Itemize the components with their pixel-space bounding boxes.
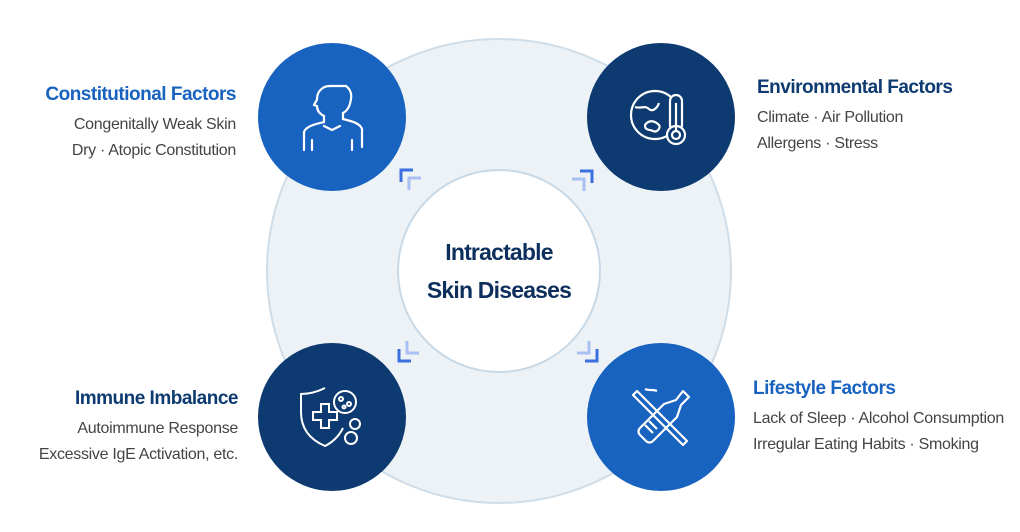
immune-label: Immune Imbalance Autoimmune Response Exc… <box>38 388 239 468</box>
immune-line-1: Autoimmune Response <box>77 420 238 437</box>
constitutional-label: Constitutional Factors Congenitally Weak… <box>45 84 236 164</box>
environmental-line-1: Climate · Air Pollution <box>757 109 904 126</box>
environmental-line-2: Allergens · Stress <box>757 135 878 152</box>
arrow-bottom-right-icon <box>577 341 599 363</box>
center-circle: Intractable Skin Diseases <box>397 169 601 373</box>
constitutional-title: Constitutional Factors <box>45 84 236 105</box>
arrow-top-left-icon <box>399 168 421 190</box>
globe-thermometer-icon <box>629 89 687 146</box>
lifestyle-line-2: Irregular Eating Habits · Smoking <box>753 436 979 453</box>
immune-title: Immune Imbalance <box>74 388 239 409</box>
arrow-top-right-icon <box>572 169 594 191</box>
lifestyle-line-1: Lack of Sleep · Alcohol Consumption <box>753 410 1004 427</box>
immune-node <box>258 343 406 491</box>
constitutional-node <box>258 43 406 191</box>
lifestyle-label: Lifestyle Factors Lack of Sleep · Alcoho… <box>753 378 1004 458</box>
lifestyle-node <box>587 343 735 491</box>
arrow-bottom-left-icon <box>397 341 419 363</box>
constitutional-line-1: Congenitally Weak Skin <box>73 116 236 133</box>
immune-line-2: Excessive IgE Activation, etc. <box>38 446 238 463</box>
no-cigarette-alcohol-icon <box>631 387 691 447</box>
environmental-node <box>587 43 735 191</box>
person-icon <box>302 84 364 152</box>
lifestyle-title: Lifestyle Factors <box>753 378 896 399</box>
constitutional-line-2: Dry · Atopic Constitution <box>71 142 236 159</box>
center-title-line2: Skin Diseases <box>426 277 572 303</box>
environmental-label: Environmental Factors Climate · Air Poll… <box>757 77 953 157</box>
center-title-line1: Intractable <box>445 239 553 265</box>
environmental-title: Environmental Factors <box>757 77 953 98</box>
shield-virus-icon <box>300 387 361 448</box>
